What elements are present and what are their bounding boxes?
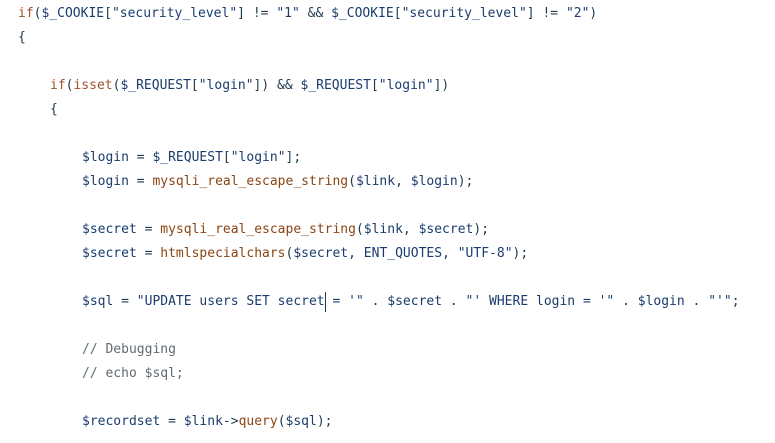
code-token: mysqli_real_escape_string — [152, 174, 349, 189]
code-token: ); — [316, 414, 333, 429]
code-token: $link — [363, 222, 403, 237]
code-token: , — [442, 246, 458, 261]
code-token: ENT_QUOTES — [363, 246, 443, 261]
code-token: ( — [348, 174, 356, 189]
code-token: $link — [355, 174, 396, 189]
code-token: $login — [82, 150, 129, 165]
code-token: = — [136, 246, 161, 261]
code-token: [ — [393, 6, 402, 21]
code-line: { — [18, 26, 26, 50]
code-token: { — [50, 102, 58, 117]
code-line: { — [50, 98, 58, 122]
code-token: query — [238, 414, 278, 429]
code-token: . — [614, 294, 638, 309]
code-token: ; — [731, 294, 740, 309]
code-token: = — [160, 414, 184, 429]
code-token: { — [18, 30, 26, 45]
code-token: && — [299, 6, 332, 21]
code-token: $_COOKIE — [331, 6, 394, 21]
code-token: "login" — [230, 150, 286, 165]
code-token: ] != — [237, 6, 277, 21]
code-line: $secret = mysqli_real_escape_string($lin… — [82, 218, 489, 242]
code-line: if($_COOKIE["security_level"] != "1" && … — [18, 2, 597, 26]
code-token: ] != — [526, 6, 566, 21]
code-token: . — [684, 294, 709, 309]
code-line: $sql = "UPDATE users SET secret = '" . $… — [82, 290, 740, 314]
code-token: ]) && — [253, 78, 301, 93]
code-token: $_REQUEST — [152, 150, 223, 165]
code-token: $recordset — [82, 414, 161, 429]
code-line: $recordset = $link->query($sql); — [82, 410, 333, 434]
code-token: $login — [82, 174, 129, 189]
text-cursor — [324, 291, 326, 312]
code-token: = — [128, 174, 153, 189]
code-token: "login" — [198, 78, 254, 93]
code-token: ( — [355, 222, 364, 237]
code-token: $_REQUEST — [120, 78, 191, 93]
code-token: $link — [183, 414, 223, 429]
code-token: "security_level" — [111, 6, 238, 21]
code-token: -> — [222, 414, 239, 429]
code-line: $login = $_REQUEST["login"]; — [82, 146, 301, 170]
code-token: $_REQUEST — [300, 78, 371, 93]
code-token: // Debugging — [82, 342, 176, 357]
code-token: ); — [473, 222, 490, 237]
code-token: "2" — [565, 6, 590, 21]
code-token: [ — [222, 150, 231, 165]
code-token: "'" — [708, 294, 732, 309]
code-token: $login — [410, 174, 458, 189]
code-token: mysqli_real_escape_string — [160, 222, 356, 237]
code-token: $secret — [418, 222, 474, 237]
code-token: = — [136, 222, 161, 237]
code-token: . — [442, 294, 466, 309]
code-token: . — [363, 294, 388, 309]
code-token: $secret — [387, 294, 443, 309]
code-token: ]; — [285, 150, 302, 165]
code-token: "UPDATE users SET secret — [136, 294, 325, 309]
code-token: ( — [112, 78, 121, 93]
code-token: "' WHERE login = '" — [465, 294, 615, 309]
code-token: ); — [457, 174, 474, 189]
code-token: htmlspecialchars — [160, 246, 286, 261]
code-token: "login" — [378, 78, 434, 93]
code-token: "UTF-8" — [457, 246, 513, 261]
code-token: "security_level" — [401, 6, 527, 21]
code-token: $secret — [82, 246, 137, 261]
code-token: $_COOKIE — [41, 6, 105, 21]
code-token: [ — [104, 6, 112, 21]
code-token: , — [395, 174, 411, 189]
code-token: if — [18, 6, 34, 21]
code-token: isset — [73, 78, 113, 93]
code-line: if(isset($_REQUEST["login"]) && $_REQUES… — [50, 74, 449, 98]
code-token: ]) — [433, 78, 450, 93]
code-token: [ — [370, 78, 379, 93]
code-token: $secret — [293, 246, 349, 261]
code-token: ( — [277, 414, 286, 429]
code-token: [ — [190, 78, 199, 93]
code-token: = — [128, 150, 153, 165]
code-token: ) — [589, 6, 598, 21]
code-token: $sql — [82, 294, 114, 309]
code-line: // Debugging — [82, 338, 176, 362]
code-token: $sql — [285, 414, 317, 429]
code-token: ( — [33, 6, 42, 21]
code-token: // echo $sql; — [82, 366, 184, 381]
code-token: $login — [637, 294, 685, 309]
code-token: ); — [512, 246, 529, 261]
code-token: "1" — [276, 6, 300, 21]
code-token: = — [113, 294, 137, 309]
code-token: , — [348, 246, 364, 261]
code-token: if — [50, 78, 66, 93]
code-token: $secret — [82, 222, 137, 237]
code-token: , — [402, 222, 419, 237]
code-token: ( — [285, 246, 294, 261]
code-token: ( — [65, 78, 74, 93]
code-line: $login = mysqli_real_escape_string($link… — [82, 170, 473, 194]
code-line: $secret = htmlspecialchars($secret, ENT_… — [82, 242, 528, 266]
code-token: = '" — [324, 294, 364, 309]
code-line: // echo $sql; — [82, 362, 184, 386]
